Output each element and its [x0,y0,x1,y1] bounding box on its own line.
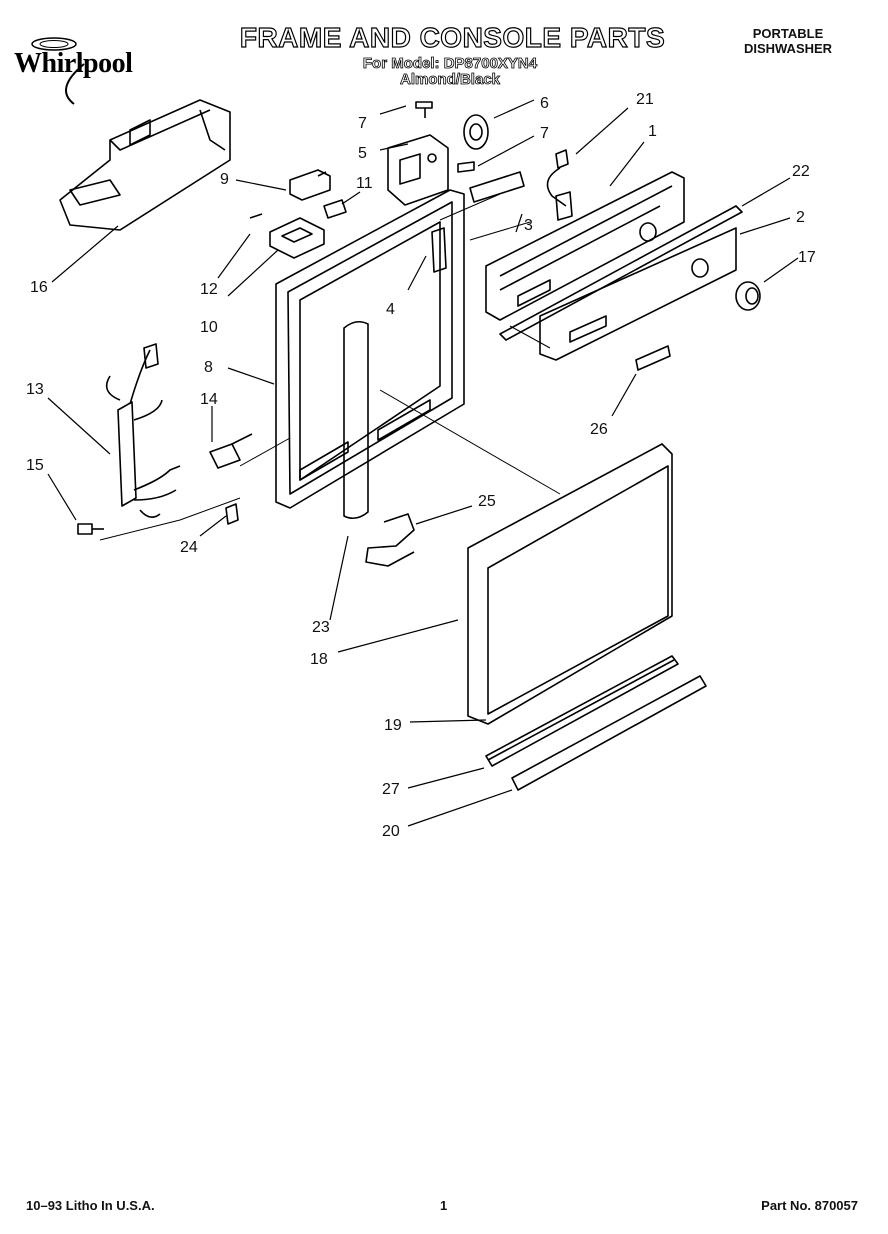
part-6-timer-knob [463,114,489,150]
callout-3: 3 [524,217,533,234]
callout-11: 11 [356,175,373,192]
callout-25: 25 [478,493,496,510]
page-title: FRAME AND CONSOLE PARTS [239,21,666,53]
part-25-hinge-bracket [365,513,415,567]
part-7-screw-top [415,101,433,118]
whirlpool-logo [31,37,85,105]
part-12-clip [249,213,263,219]
part-1-console [485,171,685,321]
part-7-screw-right [457,161,475,173]
callout-22: 22 [792,163,810,180]
callout-26: 26 [590,421,608,438]
part-10-bracket [269,217,325,259]
part-number: Part No. 870057 [761,1198,858,1213]
callout-8: 8 [204,359,213,376]
callout-27: 27 [382,781,400,798]
part-11-connector [323,199,347,219]
color-line: Almond/Black [399,71,501,88]
callout-19: 19 [384,717,402,734]
callout-23: 23 [312,619,330,636]
part-22-trim-strip [499,205,743,341]
callout-21: 21 [636,91,654,108]
callout-7-right: 7 [540,125,549,142]
model-info: For Model: DP8700XYN4 Almond/Black [300,55,600,88]
callout-15: 15 [26,457,44,474]
part-18-door-panel [467,443,673,725]
category-line-2: DISHWASHER [743,41,833,56]
part-24-spacer [225,503,239,525]
callout-6: 6 [540,95,549,112]
callout-16: 16 [30,279,48,296]
part-26-indicator-lens [635,345,671,371]
callout-13: 13 [26,381,44,398]
product-category: PORTABLE DISHWASHER [718,26,858,56]
part-2-control-panel [539,227,737,361]
callout-17: 17 [798,249,816,266]
part-8-door-frame [275,189,465,509]
callout-20: 20 [382,823,400,840]
print-info: 10–93 Litho In U.S.A. [26,1198,155,1213]
part-14-connector [209,433,253,469]
callout-4: 4 [386,301,395,318]
part-4-latch [431,227,447,273]
callout-7-top: 7 [358,115,367,132]
page-number: 1 [440,1198,448,1213]
callout-5: 5 [358,145,367,162]
callout-24: 24 [180,539,198,556]
category-line-1: PORTABLE [752,26,824,41]
model-line: For Model: DP8700XYN4 [362,55,538,72]
callout-10: 10 [200,319,218,336]
brand-name: Whirlpool [14,48,133,79]
part-9-switch [289,169,331,201]
part-16-rear-cover [59,99,231,231]
part-5-timer [387,134,449,206]
part-17-knob [735,281,761,311]
part-13-wire-harness [105,343,181,518]
callout-18: 18 [310,651,328,668]
part-20-bottom-strip [511,675,707,791]
part-23-side-trim [343,320,369,520]
callout-labels: 1 2 3 4 5 6 7 7 8 9 10 11 12 13 14 15 16… [26,91,816,840]
part-15-screw [77,523,104,535]
callout-9: 9 [220,171,229,188]
callout-2: 2 [796,209,805,226]
callout-1: 1 [648,123,657,140]
part-21-wire [546,149,573,221]
part-3-bracket [469,171,525,203]
callout-12: 12 [200,281,218,298]
callout-14: 14 [200,391,218,408]
part-27-bottom-trim [485,655,679,767]
